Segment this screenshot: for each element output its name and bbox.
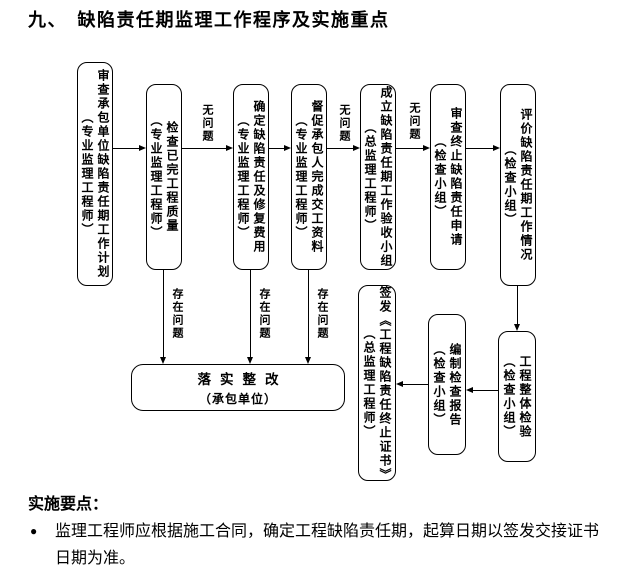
- flow-box-implement-rectification: 落实整改 （承包单位）: [131, 364, 345, 411]
- box-sub-text: （总监理工程师）: [362, 327, 376, 439]
- notes-heading: 实施要点：: [28, 496, 109, 513]
- box-main-text: 签发《工程缺陷责任终止证书》: [378, 286, 392, 481]
- arrow-right-5: [396, 145, 430, 151]
- label-has-problem-1: 存在问题: [171, 288, 183, 340]
- box-main-text: 督促承包人完成交工资料: [310, 100, 324, 254]
- box-sub-text: （检查小组）: [502, 354, 516, 439]
- flow-box-review-termination-application: 审查终止缺陷责任申请 （检查小组）: [430, 84, 466, 270]
- box-text: 确定缺陷责任及修复费用 （专业监理工程师）: [235, 85, 267, 269]
- box-sub-text: （专业监理工程师）: [149, 114, 163, 240]
- label-has-problem-3: 存在问题: [316, 288, 328, 340]
- flow-box-overall-inspection: 工程整体检验 （检查小组）: [498, 331, 536, 462]
- box-sub-text: （承包单位）: [198, 392, 277, 406]
- box-sub-text: （检查小组）: [503, 143, 517, 227]
- box-text: 审查承包单位缺陷责任期工作计划 （专业监理工程师）: [79, 63, 111, 285]
- box-text: 编制检查报告 （检查小组）: [431, 315, 463, 454]
- flow-box-urge-handover-documents: 督促承包人完成交工资料 （专业监理工程师）: [291, 84, 327, 270]
- box-main-text: 编制检查报告: [448, 342, 462, 427]
- label-no-problem-3: 无问题: [408, 102, 420, 141]
- box-main-text: 落实整改: [197, 372, 288, 387]
- box-main-text: 审查承包单位缺陷责任期工作计划: [96, 69, 110, 279]
- box-sub-text: （专业监理工程师）: [236, 114, 250, 240]
- box-main-text: 工程整体检验: [518, 354, 532, 439]
- flow-box-evaluate-work-situation: 评价缺陷责任期工作情况 （检查小组）: [500, 84, 536, 286]
- box-sub-text: （总监理工程师）: [363, 121, 377, 233]
- box-sub-text: （专业监理工程师）: [294, 114, 308, 240]
- arrow-left-report-to-certificate: [396, 381, 428, 387]
- arrow-down-problem-3: [305, 270, 311, 364]
- arrow-down-problem-2: [247, 270, 253, 364]
- label-no-problem-1: 无问题: [201, 104, 213, 143]
- box-main-text: 成立缺陷责任期工作验收小组: [379, 86, 393, 268]
- arrow-down-to-inspection: [514, 286, 520, 331]
- flow-box-compile-inspection-report: 编制检查报告 （检查小组）: [428, 314, 466, 455]
- flow-box-review-defect-work-plan: 审查承包单位缺陷责任期工作计划 （专业监理工程师）: [77, 62, 113, 286]
- page-title: 九、 缺陷责任期监理工作程序及实施重点: [28, 10, 390, 30]
- flow-box-determine-defect-liability: 确定缺陷责任及修复费用 （专业监理工程师）: [233, 84, 269, 270]
- bullet-icon: ●: [30, 524, 38, 538]
- arrow-right-6: [466, 145, 500, 151]
- arrow-left-inspection-to-report: [466, 387, 498, 393]
- box-sub-text: （专业监理工程师）: [80, 111, 94, 237]
- box-text: 督促承包人完成交工资料 （专业监理工程师）: [293, 85, 325, 269]
- box-main-text: 确定缺陷责任及修复费用: [252, 100, 266, 254]
- arrow-right-2: [182, 145, 233, 151]
- flow-box-issue-termination-certificate: 签发《工程缺陷责任终止证书》 （总监理工程师）: [358, 285, 396, 481]
- box-sub-text: （检查小组）: [433, 135, 447, 219]
- arrow-right-4: [327, 145, 360, 151]
- box-sub-text: （检查小组）: [432, 342, 446, 427]
- box-text: 工程整体检验 （检查小组）: [501, 332, 533, 461]
- box-text: 成立缺陷责任期工作验收小组 （总监理工程师）: [362, 85, 394, 269]
- box-text: 评价缺陷责任期工作情况 （检查小组）: [502, 85, 534, 285]
- arrow-right-3: [269, 145, 291, 151]
- flow-box-setup-acceptance-team: 成立缺陷责任期工作验收小组 （总监理工程师）: [360, 84, 396, 270]
- box-main-text: 审查终止缺陷责任申请: [449, 107, 463, 247]
- arrow-down-problem-1: [160, 270, 166, 364]
- box-text: 审查终止缺陷责任申请 （检查小组）: [432, 85, 464, 269]
- box-main-text: 检查已完工程质量: [165, 121, 179, 233]
- box-main-text: 评价缺陷责任期工作情况: [519, 108, 533, 262]
- note-text: 监理工程师应根据施工合同，确定工程缺陷责任期，起算日期以签发交接证书日期为准。: [55, 523, 600, 567]
- box-text: 签发《工程缺陷责任终止证书》 （总监理工程师）: [361, 286, 393, 480]
- box-text: 检查已完工程质量 （专业监理工程师）: [148, 85, 180, 269]
- flow-box-check-completed-quality: 检查已完工程质量 （专业监理工程师）: [146, 84, 182, 270]
- label-no-problem-2: 无问题: [338, 104, 350, 143]
- note-item: ● 监理工程师应根据施工合同，确定工程缺陷责任期，起算日期以签发交接证书日期为准…: [30, 518, 615, 572]
- arrow-right-1: [113, 145, 146, 151]
- label-has-problem-2: 存在问题: [258, 288, 270, 340]
